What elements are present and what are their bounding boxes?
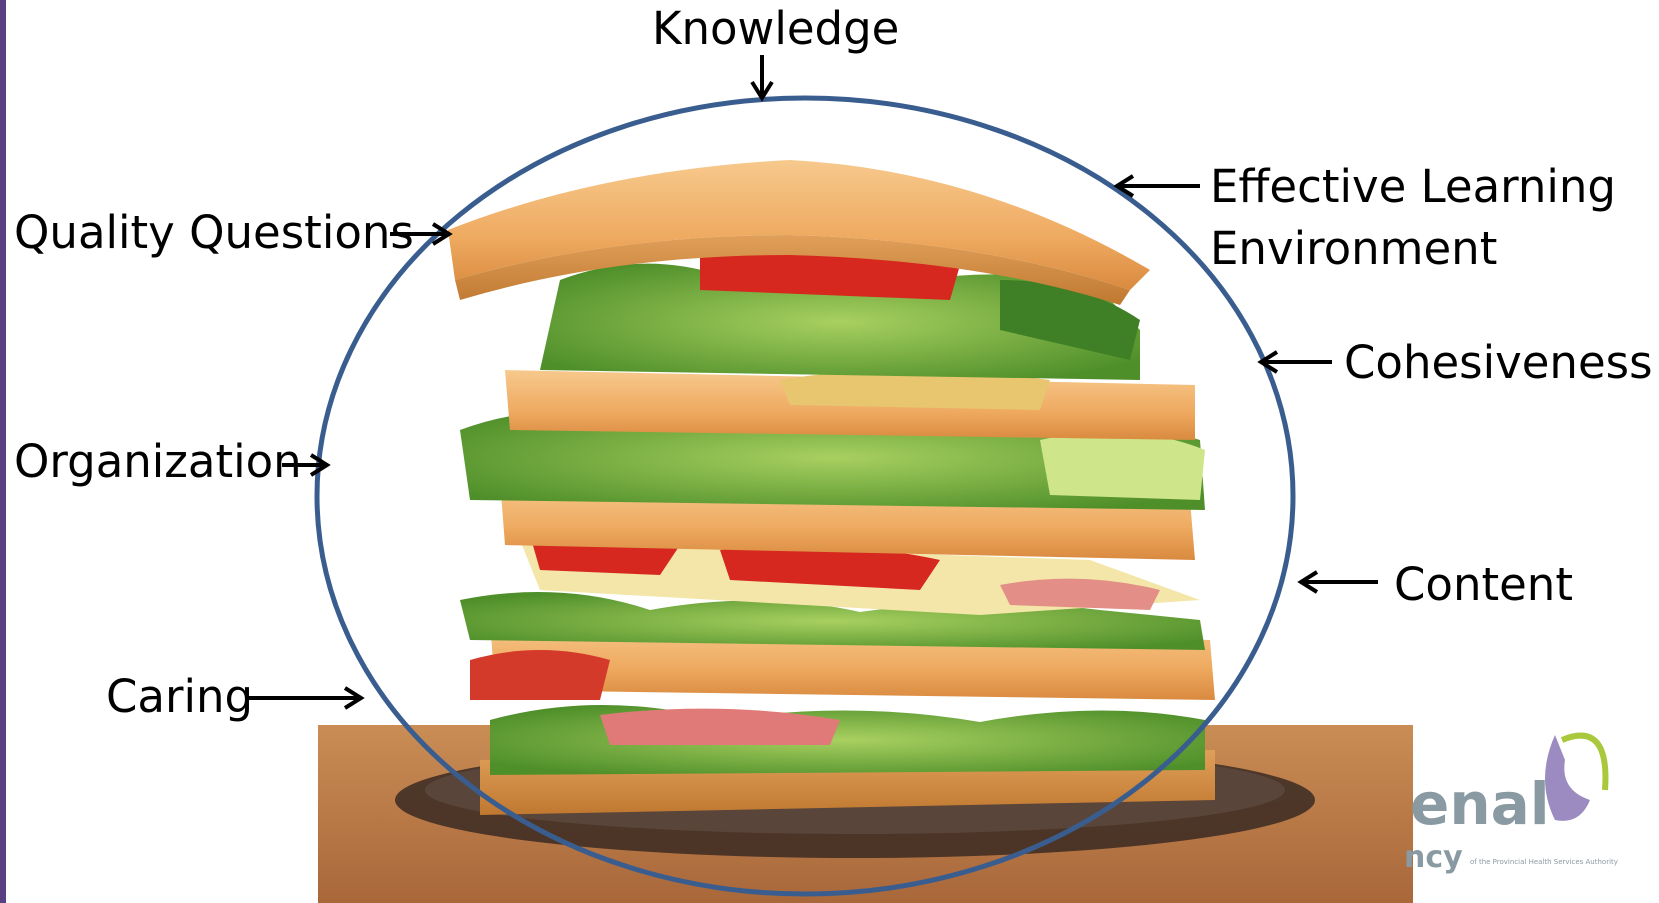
label-effective-learning-line2: Environment	[1210, 222, 1497, 276]
label-cohesiveness: Cohesiveness	[1344, 336, 1653, 390]
label-quality-questions: Quality Questions	[14, 206, 414, 260]
arrow-caring	[248, 688, 361, 708]
label-knowledge: Knowledge	[652, 2, 899, 56]
logo-sub-text: ncy	[1404, 840, 1463, 875]
logo-main-text: enal	[1410, 770, 1550, 838]
label-organization: Organization	[14, 435, 302, 489]
label-content: Content	[1394, 558, 1573, 612]
logo-tagline: of the Provincial Health Services Author…	[1470, 858, 1618, 866]
label-caring: Caring	[106, 670, 253, 724]
logo-emblem	[1545, 735, 1605, 821]
arrow-effective-learning	[1117, 176, 1200, 196]
arrow-knowledge	[752, 55, 772, 98]
label-effective-learning-line1: Effective Learning	[1210, 160, 1616, 214]
arrow-cohesiveness	[1261, 352, 1332, 372]
arrow-content	[1301, 572, 1378, 592]
